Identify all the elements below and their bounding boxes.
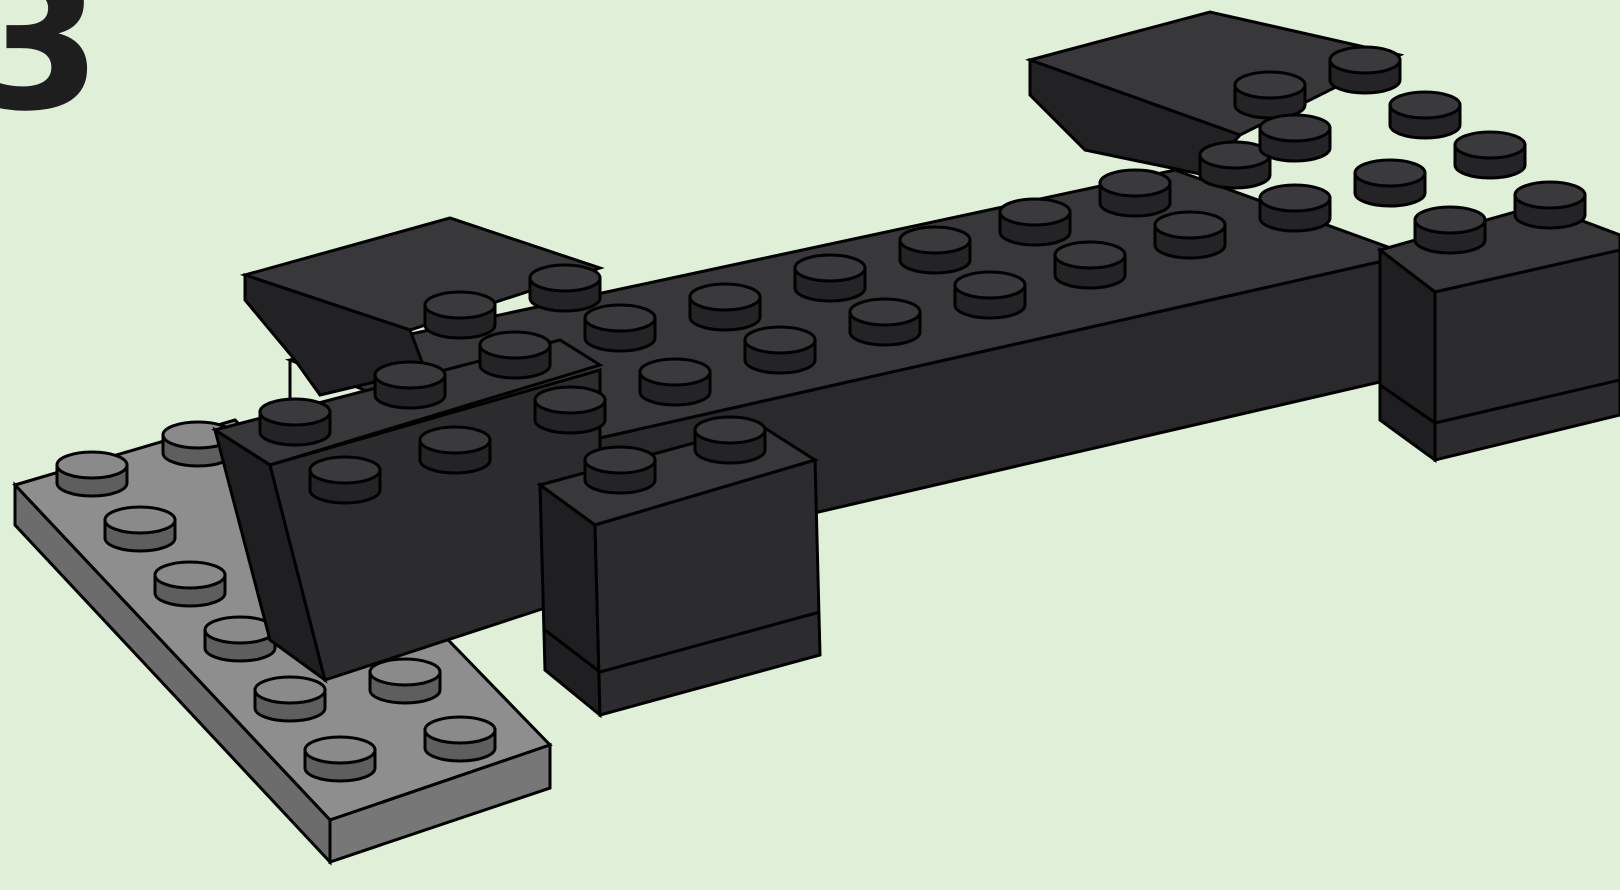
brick-assembly-illustration (0, 0, 1620, 890)
instruction-step-page: 3 (0, 0, 1620, 890)
